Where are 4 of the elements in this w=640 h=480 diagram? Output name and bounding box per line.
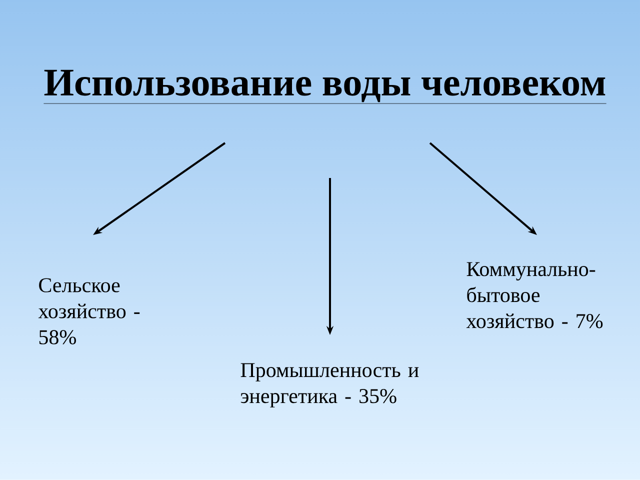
category-label: Коммунально-бытовое хозяйство - 7% — [466, 262, 603, 328]
category-label: Сельское хозяйство - 58% — [38, 278, 140, 344]
title: Использование воды человеком — [44, 70, 606, 104]
category-label: Промышленность и энергетика - 35% — [240, 363, 419, 408]
